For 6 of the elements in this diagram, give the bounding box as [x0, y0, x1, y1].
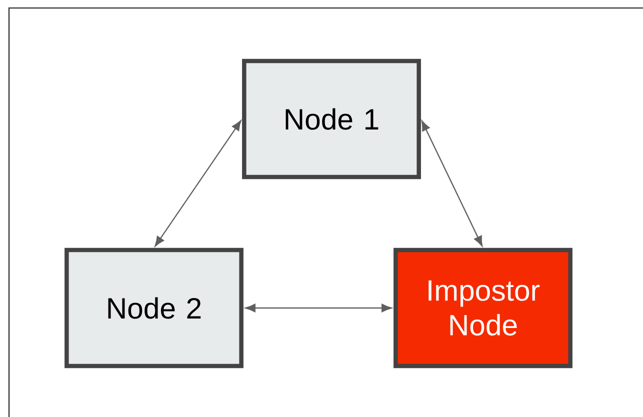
- arrow: [245, 304, 392, 312]
- arrow: [421, 120, 483, 246]
- process-box: Node 2: [64, 248, 244, 368]
- arrow: [154, 120, 242, 246]
- process-box: Node 1: [242, 58, 421, 180]
- process-box: Impostor Node: [394, 248, 572, 368]
